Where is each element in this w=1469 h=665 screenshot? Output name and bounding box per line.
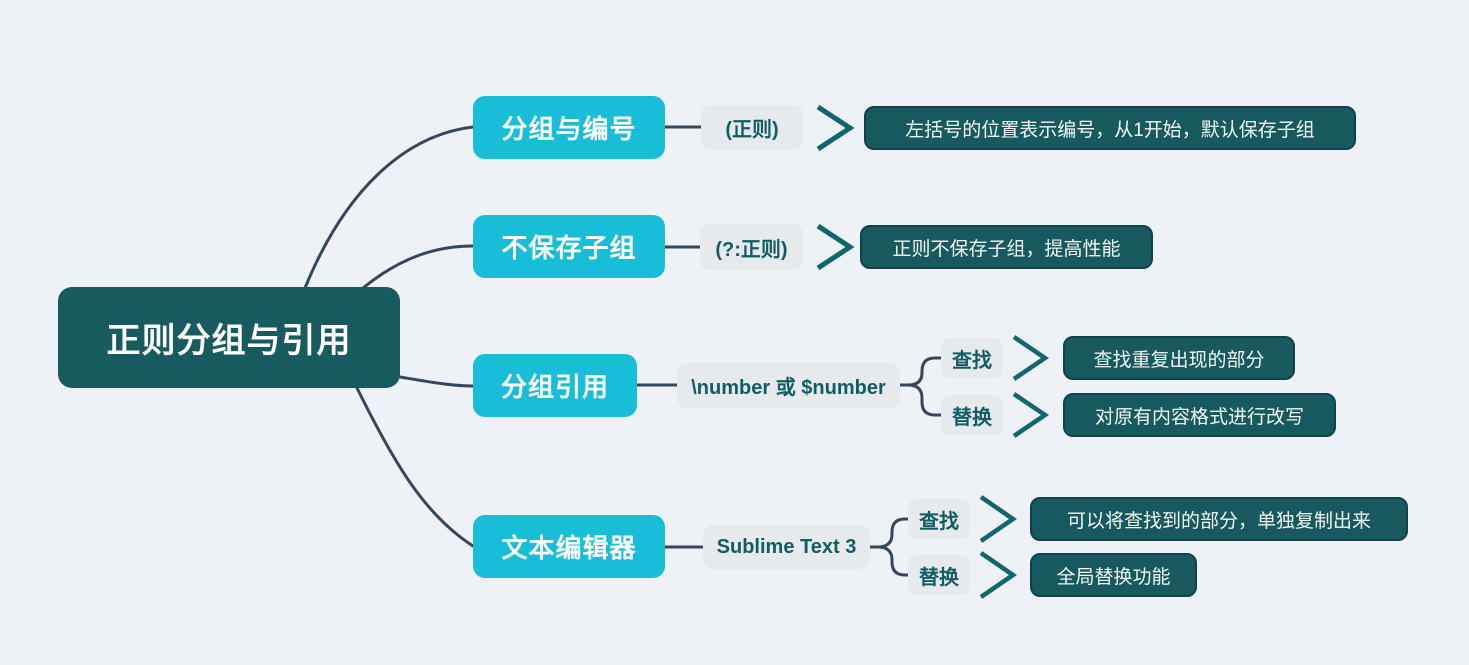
edge-root-branch1 xyxy=(303,125,475,290)
note-label: 对原有内容格式进行改写 xyxy=(1094,406,1304,428)
branch-label: 不保存子组 xyxy=(501,233,637,263)
code-node-backreference-syntax[interactable]: \number 或 $number xyxy=(677,363,900,408)
edge-branch3-fork-find xyxy=(896,356,943,387)
code-label: \number 或 $number xyxy=(691,377,886,399)
note-node-numbering-rule[interactable]: 左括号的位置表示编号，从1开始，默认保存子组 xyxy=(864,106,1356,150)
branch-label: 分组与编号 xyxy=(501,114,637,144)
chevron-right-icon xyxy=(816,104,855,152)
note-node-global-replace[interactable]: 全局替换功能 xyxy=(1030,553,1197,597)
root-node-label: 正则分组与引用 xyxy=(106,322,352,360)
chevron-right-icon xyxy=(979,495,1017,543)
edge-root-branch3 xyxy=(398,375,475,388)
branch-node-grouping-numbering[interactable]: 分组与编号 xyxy=(473,96,665,159)
note-label: 可以将查找到的部分，单独复制出来 xyxy=(1066,510,1371,532)
code-label: (?:正则) xyxy=(715,238,788,261)
edge-branch4-fork-replace xyxy=(866,545,910,577)
branch-node-text-editor[interactable]: 文本编辑器 xyxy=(473,515,665,578)
subtopic-label: 查找 xyxy=(919,510,959,533)
edge-branch3-fork-replace xyxy=(896,383,943,417)
note-node-rewrite-format[interactable]: 对原有内容格式进行改写 xyxy=(1063,393,1336,437)
edge-branch4-fork-find xyxy=(866,517,910,549)
subtopic-label: 查找 xyxy=(952,349,992,372)
branch-label: 分组引用 xyxy=(500,372,609,402)
subtopic-find[interactable]: 查找 xyxy=(908,499,970,539)
note-label: 左括号的位置表示编号，从1开始，默认保存子组 xyxy=(905,119,1315,141)
note-label: 正则不保存子组，提高性能 xyxy=(892,238,1121,260)
subtopic-replace[interactable]: 替换 xyxy=(941,395,1003,435)
code-node-regex-group[interactable]: (正则) xyxy=(701,105,803,150)
note-label: 查找重复出现的部分 xyxy=(1093,349,1265,371)
subtopic-label: 替换 xyxy=(919,566,959,589)
chevron-right-icon xyxy=(1012,392,1050,438)
note-label: 全局替换功能 xyxy=(1056,566,1171,588)
subtopic-find[interactable]: 查找 xyxy=(941,338,1003,378)
subtopic-replace[interactable]: 替换 xyxy=(908,555,970,595)
edge-root-branch4 xyxy=(355,386,475,548)
note-node-copy-found-parts[interactable]: 可以将查找到的部分，单独复制出来 xyxy=(1030,497,1408,541)
note-node-find-duplicates[interactable]: 查找重复出现的部分 xyxy=(1063,336,1295,380)
chevron-right-icon xyxy=(1012,335,1050,381)
root-node[interactable]: 正则分组与引用 xyxy=(58,287,400,388)
note-node-performance[interactable]: 正则不保存子组，提高性能 xyxy=(860,225,1153,269)
chevron-right-icon xyxy=(979,551,1017,599)
code-label: (正则) xyxy=(725,119,779,141)
code-node-non-capturing-syntax[interactable]: (?:正则) xyxy=(700,224,803,270)
branch-node-non-capturing[interactable]: 不保存子组 xyxy=(473,215,665,278)
subtopic-label: 替换 xyxy=(952,406,992,429)
chevron-right-icon xyxy=(816,223,855,271)
code-label: Sublime Text 3 xyxy=(716,535,857,558)
branch-label: 文本编辑器 xyxy=(501,533,637,563)
edge-root-branch2 xyxy=(361,244,475,290)
code-node-sublime-text[interactable]: Sublime Text 3 xyxy=(703,525,870,569)
branch-node-group-reference[interactable]: 分组引用 xyxy=(473,354,637,417)
